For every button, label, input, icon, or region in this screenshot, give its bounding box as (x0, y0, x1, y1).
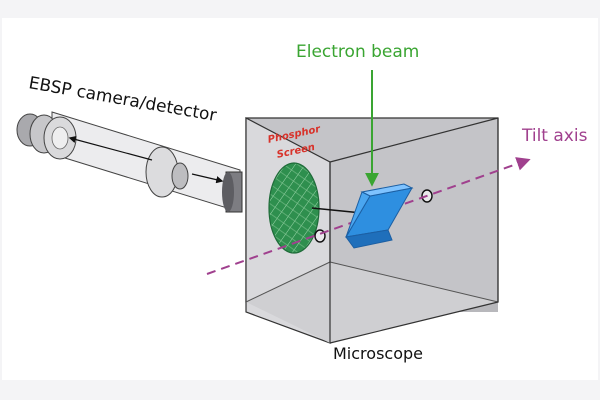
ebsp-camera-detector (16, 111, 243, 213)
camera-tube (51, 111, 241, 213)
label-electron-beam: Electron beam (296, 42, 420, 62)
label-microscope: Microscope (333, 344, 423, 363)
phosphor-screen (268, 162, 320, 254)
chamber-floor-front (246, 262, 498, 343)
sample-block (345, 183, 414, 249)
label-tilt-axis: Tilt axis (522, 126, 588, 146)
